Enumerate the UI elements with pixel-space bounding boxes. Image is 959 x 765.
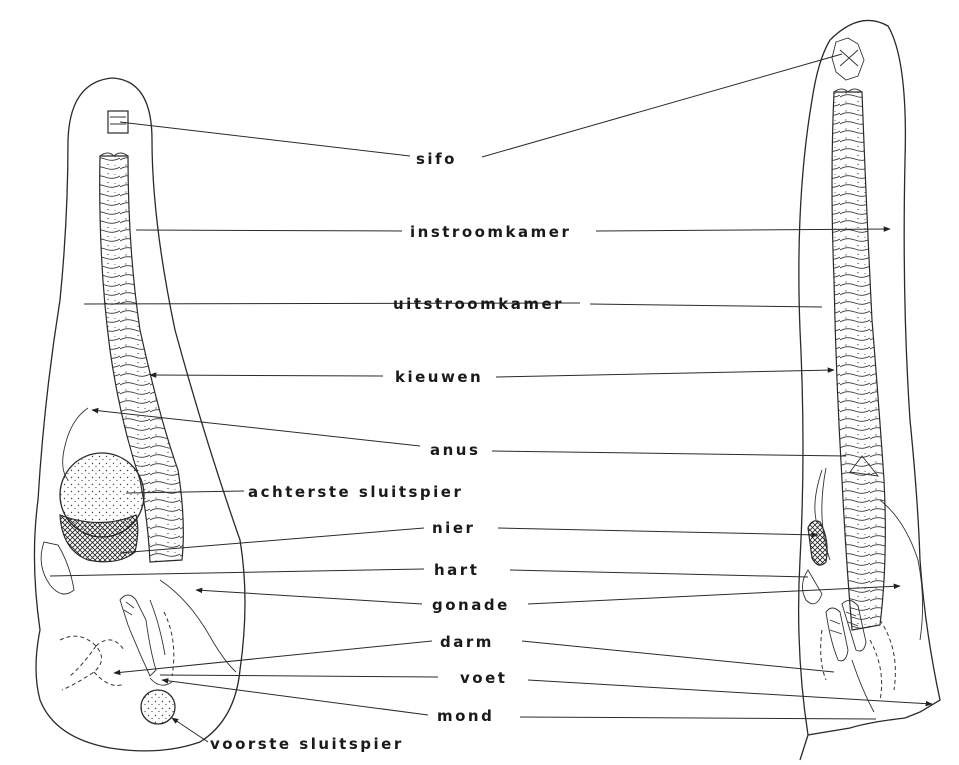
right-specimen (799, 20, 940, 760)
label-mond: mond (437, 707, 494, 725)
left-heart (41, 542, 74, 594)
left-kidney (60, 515, 138, 562)
right-heart (802, 570, 822, 604)
label-instroomkamer: instroomkamer (410, 223, 571, 241)
right-gill (832, 92, 885, 630)
label-nier: nier (432, 519, 475, 537)
label-sifo: sifo (416, 150, 457, 168)
label-achterste-sluitspier: achterste sluitspier (248, 483, 463, 501)
left-intestine (60, 636, 102, 690)
right-intestine (821, 620, 896, 700)
left-specimen (34, 78, 245, 751)
label-darm: darm (440, 633, 494, 651)
label-voet: voet (460, 669, 507, 687)
left-anterior-adductor (141, 690, 175, 724)
label-uitstroomkamer: uitstroomkamer (393, 295, 564, 313)
label-gonade: gonade (432, 596, 510, 614)
label-kieuwen: kieuwen (395, 368, 483, 386)
left-siphon (108, 111, 128, 133)
label-voorste-sluitspier: voorste sluitspier (210, 735, 404, 753)
left-foot (120, 595, 156, 676)
right-siphon (832, 38, 864, 80)
right-kidney (808, 521, 827, 565)
label-anus: anus (430, 441, 480, 459)
label-hart: hart (434, 561, 479, 579)
